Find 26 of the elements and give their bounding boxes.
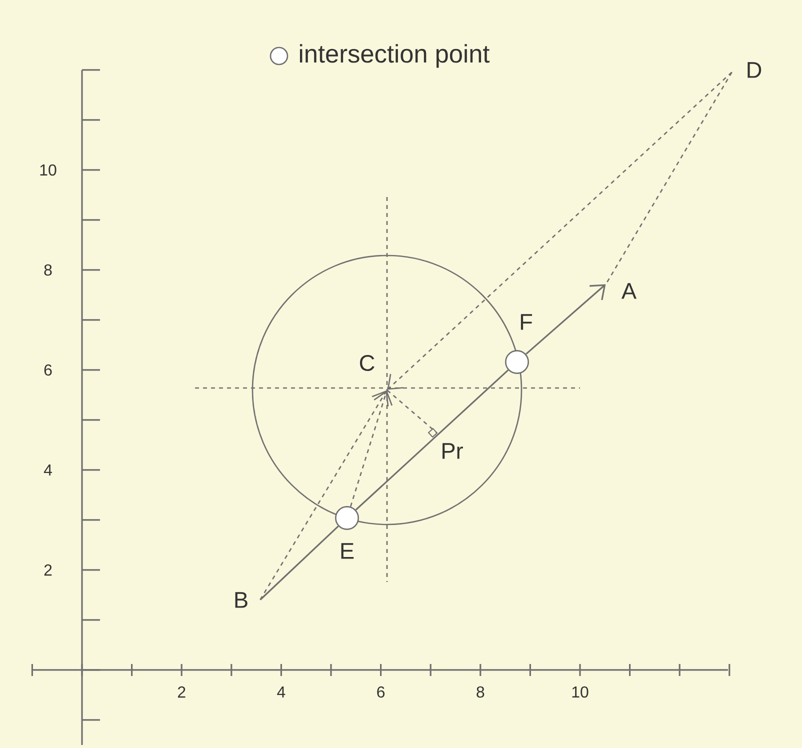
arrow bbox=[387, 72, 732, 390]
point-label: D bbox=[748, 62, 762, 78]
point-label: A bbox=[622, 283, 637, 299]
tick-label: 10 bbox=[40, 164, 56, 176]
tick-label: 8 bbox=[476, 686, 484, 698]
tick-label: 4 bbox=[277, 686, 286, 698]
line bbox=[355, 370, 509, 510]
line bbox=[260, 526, 339, 600]
arrow bbox=[260, 390, 389, 600]
legend-text: intersection point bbox=[300, 44, 490, 68]
tick-label: 2 bbox=[178, 686, 186, 698]
arrow bbox=[526, 284, 606, 355]
tick-label: 4 bbox=[44, 464, 52, 476]
point-label: C bbox=[360, 354, 374, 372]
tick-label: 6 bbox=[377, 686, 385, 698]
point-label: E bbox=[341, 543, 354, 559]
tick-label: 8 bbox=[44, 264, 52, 276]
line bbox=[606, 72, 732, 284]
arrow bbox=[350, 390, 393, 507]
point-label: Pr bbox=[442, 443, 463, 459]
tick-label: 6 bbox=[44, 364, 52, 376]
tick-label: 2 bbox=[44, 564, 52, 576]
perpendicular-line bbox=[386, 390, 438, 438]
point-label: F bbox=[520, 314, 532, 330]
point-label: B bbox=[235, 592, 248, 608]
tick-label: 10 bbox=[572, 686, 588, 698]
